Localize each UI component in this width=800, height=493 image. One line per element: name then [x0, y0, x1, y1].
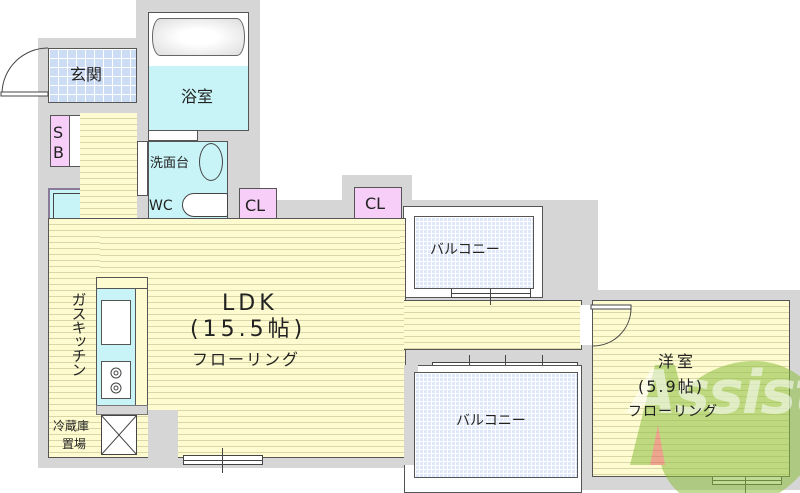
- shoe-box-label-s: S: [53, 123, 64, 142]
- western-room-floor-type: フローリング: [628, 404, 718, 420]
- ldk-name: LDK: [222, 291, 278, 316]
- fridge-space-icon: [101, 415, 137, 455]
- balcony-upper: [414, 216, 534, 289]
- ldk-floor-corridor: [100, 232, 400, 272]
- entrance-label: 玄関: [70, 65, 103, 84]
- balcony-lower-label: バルコニー: [456, 413, 526, 429]
- ldk-floor-type: フローリング: [192, 350, 301, 369]
- ldk-floor-extension: [404, 300, 582, 350]
- western-room-name: 洋室: [658, 352, 697, 371]
- western-room-doorway[interactable]: [580, 305, 592, 345]
- fridge-space-label-1: 冷蔵庫: [53, 419, 90, 433]
- closet-1[interactable]: [239, 188, 277, 222]
- balcony-upper-window[interactable]: [451, 288, 531, 298]
- washroom-door[interactable]: [137, 141, 148, 196]
- closet-2-label: CL: [365, 194, 386, 213]
- balcony-lower: [414, 372, 578, 478]
- entrance-floor: [48, 48, 137, 103]
- washbasin-label: 洗面台: [150, 156, 190, 171]
- fridge-space-label-2: 置場: [62, 437, 87, 451]
- ldk-size: (15.5帖): [190, 317, 307, 342]
- entrance-door-swing[interactable]: [0, 46, 50, 98]
- ldk-south-window[interactable]: [183, 455, 263, 465]
- balcony-upper-label: バルコニー: [430, 242, 500, 258]
- bathtub-basin: [152, 18, 245, 56]
- kitchen-label: ガスキッチン: [69, 292, 88, 376]
- bathroom-floor: [148, 66, 249, 131]
- kitchen-end-wall: [96, 405, 148, 415]
- sink-icon: [101, 300, 131, 345]
- kitchen-backsplash: [135, 288, 148, 406]
- bathroom-door[interactable]: [148, 130, 198, 141]
- window-mullion: [490, 280, 491, 305]
- watermark-logo: [630, 360, 800, 493]
- washbasin-icon: [199, 143, 223, 181]
- shoe-box-label-b: B: [53, 143, 64, 162]
- burner-icons: [110, 367, 122, 394]
- toilet-label: WC: [149, 198, 173, 214]
- western-room-door-swing[interactable]: [590, 304, 634, 348]
- toilet-icon: [182, 193, 228, 217]
- window-mullion: [222, 448, 223, 473]
- bathroom-label: 浴室: [181, 87, 214, 106]
- ldk-wall-notch: [148, 410, 178, 460]
- western-room-size: (5.9帖): [638, 377, 704, 396]
- closet-1-label: CL: [245, 196, 266, 215]
- closet-2[interactable]: [354, 187, 402, 221]
- watermark-text: Assist: [630, 358, 800, 428]
